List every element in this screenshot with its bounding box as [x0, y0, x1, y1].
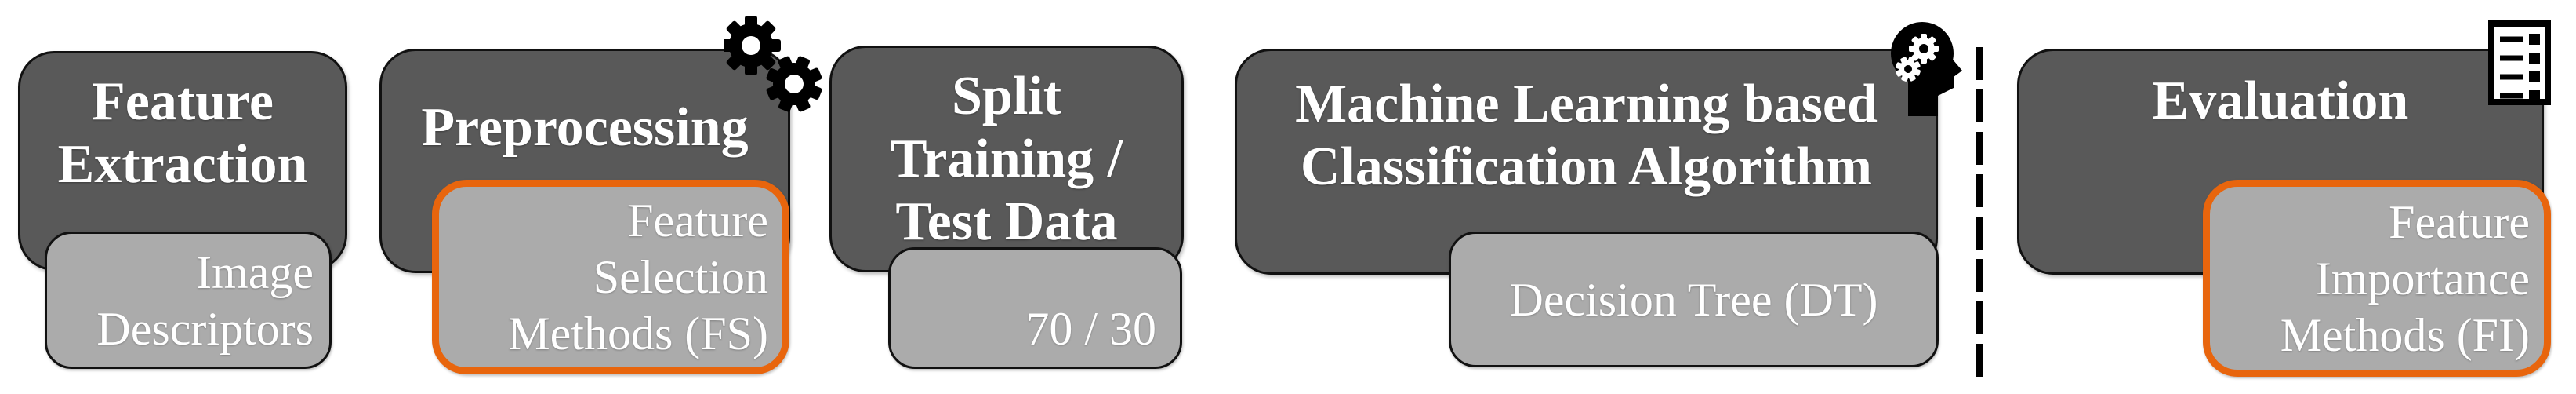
stage-title: Test Data — [895, 192, 1118, 252]
stage-title: Evaluation — [2152, 71, 2409, 131]
stage-title: Training / — [890, 129, 1123, 189]
subbox-label: Feature — [2389, 195, 2530, 248]
stage-title: Classification Algorithm — [1300, 137, 1873, 197]
subbox-label: Methods (FS) — [508, 308, 768, 359]
stage-title: Machine Learning based — [1295, 74, 1878, 134]
gears-icon — [721, 13, 827, 116]
subbox-label: Descriptors — [96, 302, 314, 355]
subbox-label: Importance — [2315, 252, 2530, 305]
stage-split-data-box: Split Training / Test Data — [829, 46, 1184, 272]
subbox-label: Feature — [627, 195, 768, 246]
stage-title: Extraction — [57, 134, 308, 195]
checklist-icon — [2487, 19, 2552, 107]
subbox-split-ratio: 70 / 30 — [888, 247, 1182, 369]
subbox-decision-tree: Decision Tree (DT) — [1449, 232, 1939, 367]
subbox-label: 70 / 30 — [1025, 303, 1156, 355]
head-gears-icon — [1888, 20, 1963, 116]
subbox-image-descriptors: Image Descriptors — [45, 232, 332, 369]
subbox-label: Image — [196, 246, 314, 298]
stage-title: Preprocessing — [421, 97, 749, 158]
subbox-label: Decision Tree (DT) — [1509, 273, 1878, 326]
stage-title: Feature — [92, 71, 274, 132]
stage-separator-dashed-line — [1976, 47, 1983, 381]
subbox-feature-selection-methods: Feature Selection Methods (FS) — [432, 180, 789, 374]
subbox-label: Methods (FI) — [2280, 308, 2530, 361]
subbox-feature-importance-methods: Feature Importance Methods (FI) — [2203, 180, 2551, 377]
subbox-label: Selection — [593, 251, 768, 303]
stage-title: Split — [951, 66, 1062, 126]
